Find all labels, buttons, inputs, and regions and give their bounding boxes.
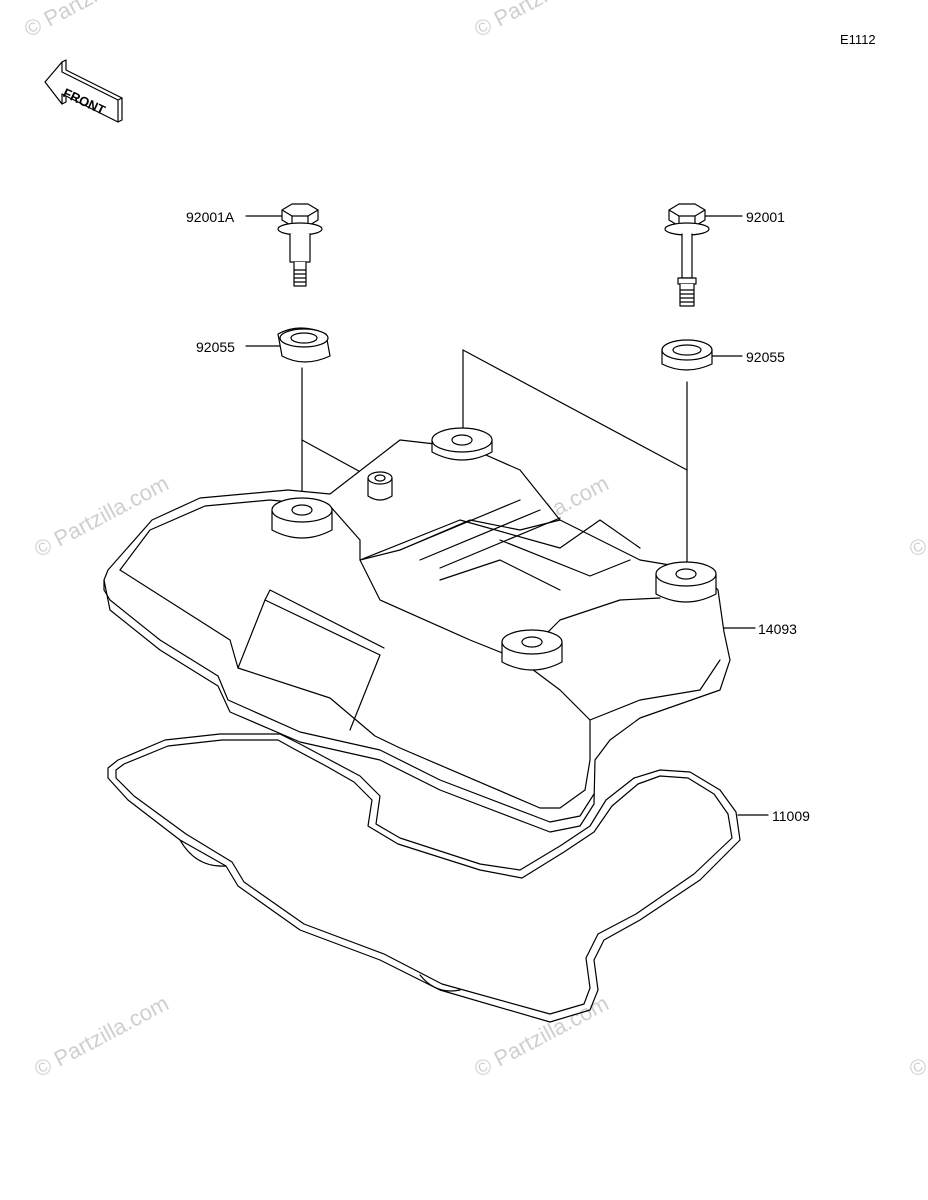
front-arrow-icon (44, 59, 123, 123)
part-label-92001[interactable]: 92001 (746, 209, 785, 225)
gasket-11009 (107, 733, 741, 1023)
bolt-92001 (664, 203, 710, 307)
part-label-92055-left[interactable]: 92055 (196, 339, 235, 355)
part-label-92055-right[interactable]: 92055 (746, 349, 785, 365)
diagram-code: E1112 (840, 32, 876, 47)
grommet-92055-right (661, 339, 713, 371)
part-label-11009[interactable]: 11009 (772, 808, 810, 824)
part-label-92001a[interactable]: 92001A (186, 209, 235, 225)
part-label-14093[interactable]: 14093 (758, 621, 797, 637)
bolt-92001a (277, 203, 323, 287)
cylinder-head-cover-14093 (103, 427, 731, 833)
grommet-92055-left (277, 327, 331, 363)
